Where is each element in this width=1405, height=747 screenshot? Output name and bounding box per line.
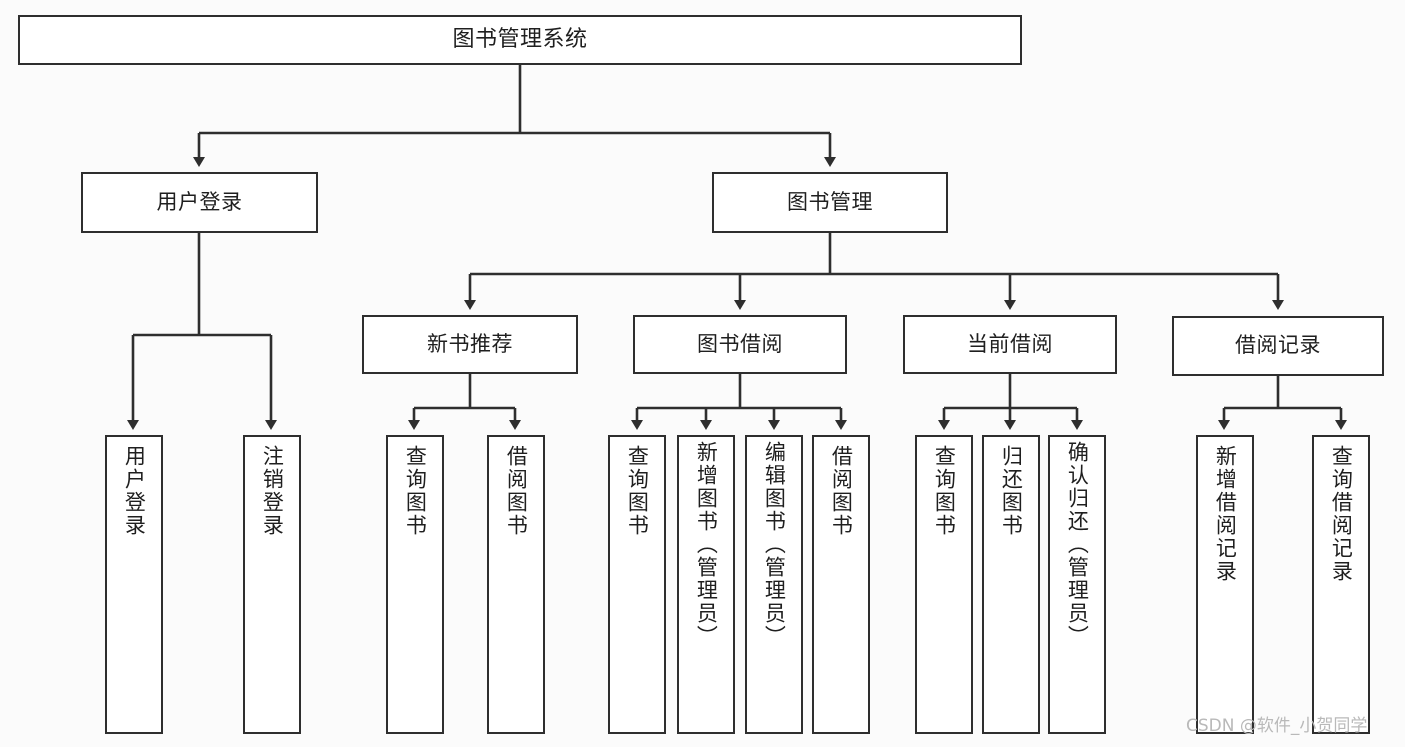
node-label: 编辑图书（管理员） xyxy=(762,441,787,648)
node-label: 查询图书 xyxy=(403,445,428,537)
node-borrow-records[interactable]: 借阅记录 xyxy=(1172,316,1384,376)
node-new-book-recommend[interactable]: 新书推荐 xyxy=(362,315,578,374)
node-label: 借阅记录 xyxy=(1235,333,1321,358)
node-label: 查询借阅记录 xyxy=(1329,445,1354,583)
leaf-edit-book-admin[interactable]: 编辑图书（管理员） xyxy=(745,435,803,734)
leaf-query-books-recommend[interactable]: 查询图书 xyxy=(386,435,444,734)
leaf-user-login[interactable]: 用户登录 xyxy=(105,435,163,734)
leaf-query-books-current[interactable]: 查询图书 xyxy=(915,435,973,734)
leaf-borrow-books-recommend[interactable]: 借阅图书 xyxy=(487,435,545,734)
node-label: 图书管理系统 xyxy=(452,26,588,52)
node-label: 查询图书 xyxy=(625,445,650,537)
node-user-login[interactable]: 用户登录 xyxy=(81,172,318,233)
node-label: 注销登录 xyxy=(260,445,285,537)
node-book-management[interactable]: 图书管理 xyxy=(712,172,948,233)
node-label: 借阅图书 xyxy=(829,445,854,537)
leaf-add-borrow-record[interactable]: 新增借阅记录 xyxy=(1196,435,1254,734)
node-label: 图书管理 xyxy=(787,189,873,214)
node-label: 图书借阅 xyxy=(697,331,783,356)
leaf-borrow-books[interactable]: 借阅图书 xyxy=(812,435,870,734)
leaf-query-books-borrow[interactable]: 查询图书 xyxy=(608,435,666,734)
node-root-system[interactable]: 图书管理系统 xyxy=(18,15,1022,65)
node-label: 确认归还（管理员） xyxy=(1065,441,1090,648)
node-label: 归还图书 xyxy=(999,445,1024,537)
node-label: 用户登录 xyxy=(156,189,243,214)
node-label: 用户登录 xyxy=(122,445,147,537)
node-current-borrow[interactable]: 当前借阅 xyxy=(903,315,1117,374)
watermark-text: CSDN @软件_小贺同学 xyxy=(1186,716,1368,736)
leaf-return-books[interactable]: 归还图书 xyxy=(982,435,1040,734)
leaf-logout[interactable]: 注销登录 xyxy=(243,435,301,734)
node-label: 当前借阅 xyxy=(967,331,1053,356)
node-label: 新书推荐 xyxy=(427,331,513,356)
node-label: 借阅图书 xyxy=(504,445,529,537)
node-book-borrow[interactable]: 图书借阅 xyxy=(633,315,847,374)
node-label: 新增图书（管理员） xyxy=(694,441,719,648)
leaf-add-book-admin[interactable]: 新增图书（管理员） xyxy=(677,435,735,734)
node-label: 新增借阅记录 xyxy=(1213,445,1238,583)
node-label: 查询图书 xyxy=(932,445,957,537)
leaf-confirm-return-admin[interactable]: 确认归还（管理员） xyxy=(1048,435,1106,734)
leaf-query-borrow-record[interactable]: 查询借阅记录 xyxy=(1312,435,1370,734)
